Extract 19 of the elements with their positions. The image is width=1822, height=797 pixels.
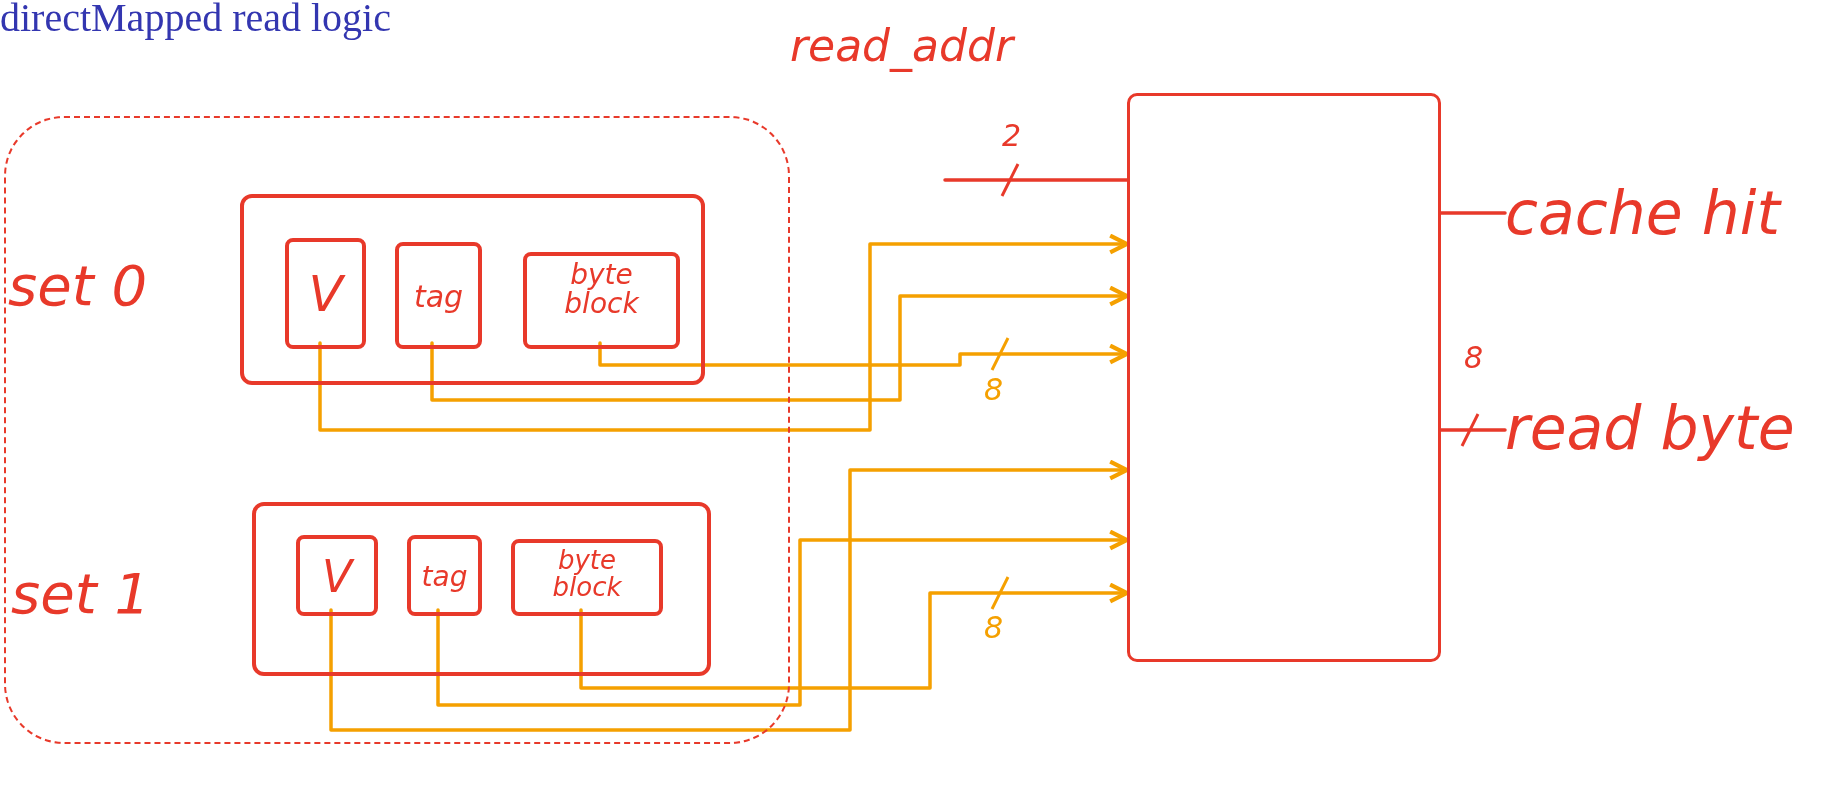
field-box [296, 535, 378, 616]
field-label: byte block [563, 260, 640, 319]
field-box [511, 539, 663, 616]
field-box [407, 535, 482, 616]
set-label: set 0 [8, 253, 147, 318]
diagram-title: directMapped read logic [0, 0, 391, 41]
field-label: byte block [551, 547, 623, 602]
logic-block [1127, 93, 1441, 662]
field-box [285, 238, 366, 349]
field-label: V [320, 550, 356, 601]
field-label: tag [420, 559, 469, 592]
field-label: V [289, 264, 362, 323]
field-label: tag [412, 278, 465, 313]
field-box [523, 252, 680, 349]
field-box [395, 242, 482, 349]
signal-label: cache hit [1505, 178, 1783, 248]
signal-label: read byte [1505, 393, 1796, 463]
set-label: set 1 [11, 561, 150, 626]
dashed-region [4, 116, 790, 744]
